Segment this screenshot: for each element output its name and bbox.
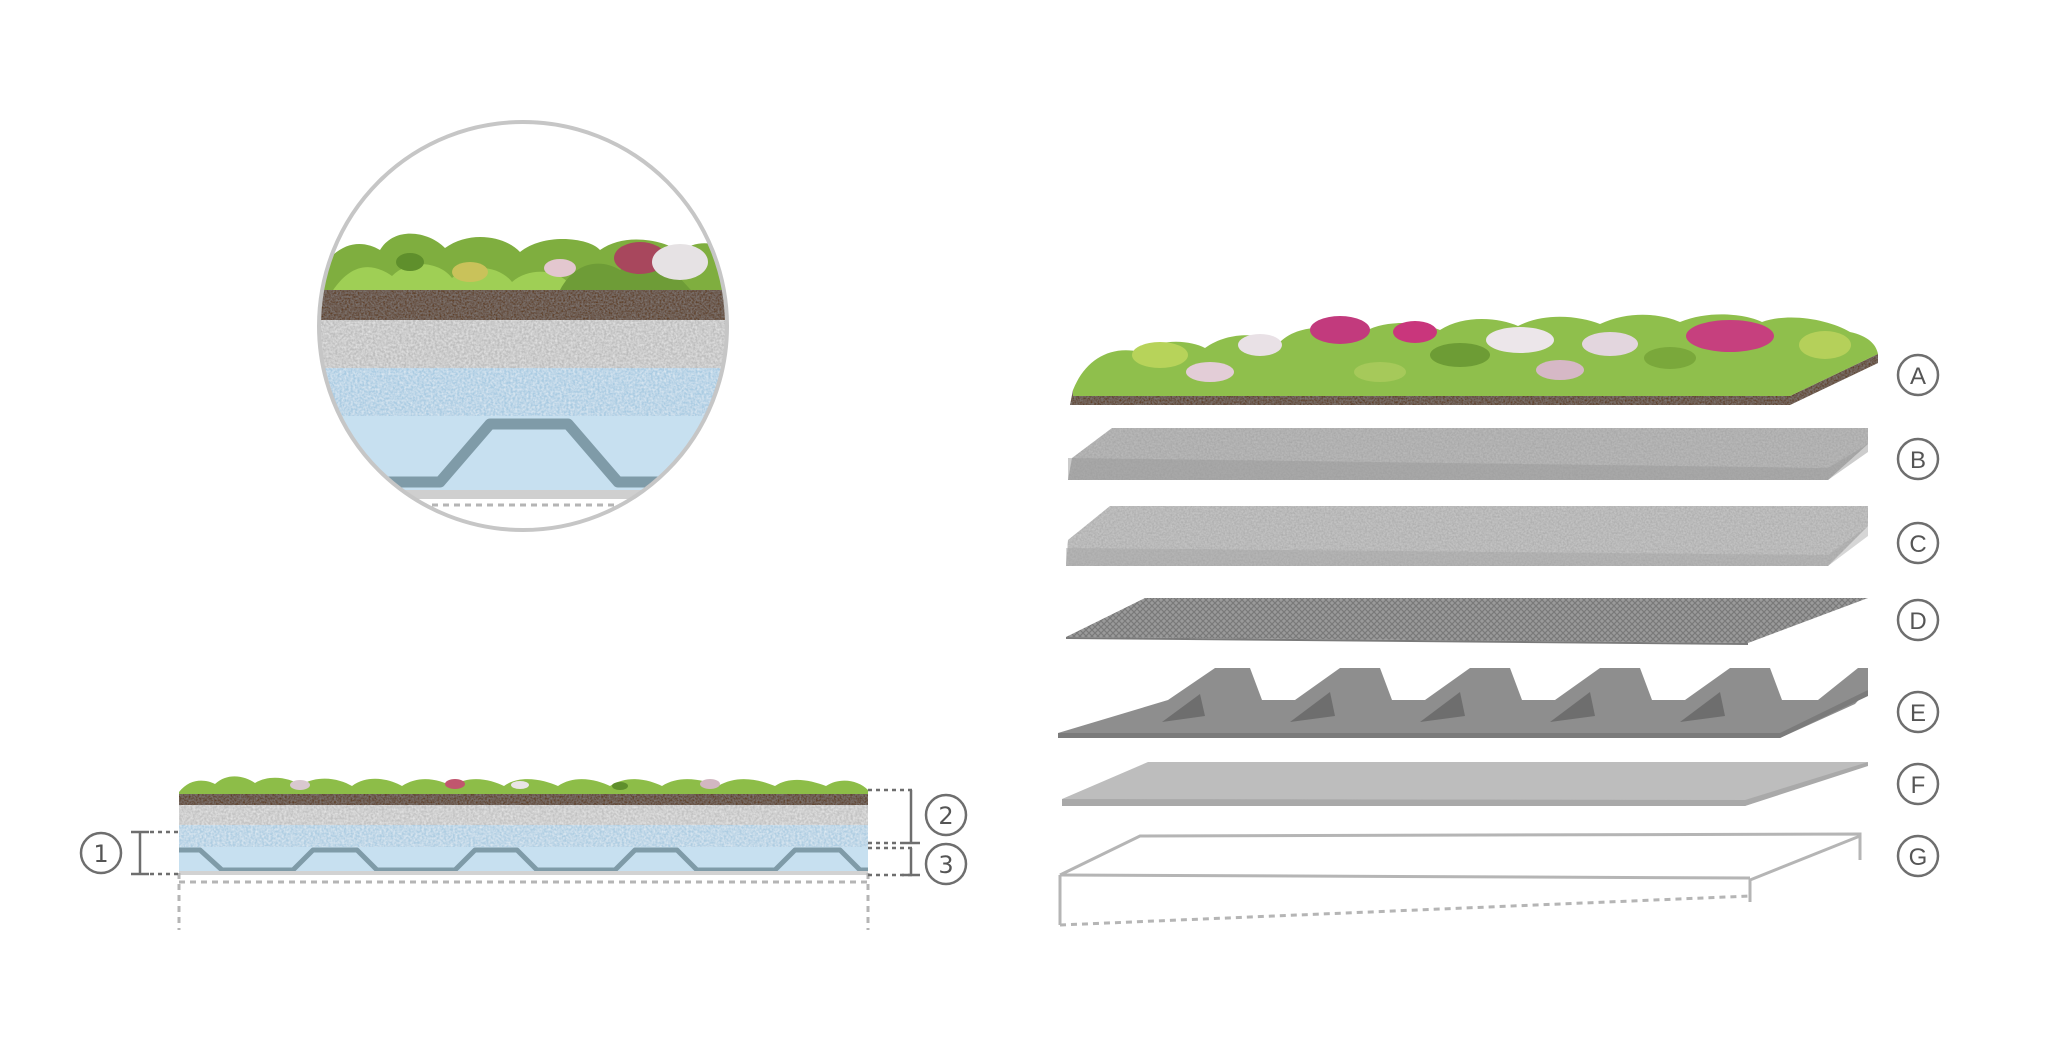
label-c: C	[1896, 521, 1940, 565]
label-g-text: G	[1909, 844, 1928, 871]
circle-drainage-layer	[319, 368, 727, 416]
section-membrane	[179, 871, 868, 875]
label-b-text: B	[1910, 447, 1926, 474]
roof-cross-section: 1 2 3	[79, 776, 968, 930]
layer-f-membrane	[1062, 762, 1868, 806]
circle-deck-profile	[319, 418, 727, 488]
section-outline-dashed	[177, 873, 870, 930]
dimension-marker-3: 3	[868, 842, 968, 886]
layer-labels: A B C D E F G	[1896, 353, 1940, 878]
label-circle-1	[79, 831, 123, 875]
detail-zoom-circle	[317, 120, 729, 532]
label-g: G	[1896, 834, 1940, 878]
label-a-text: A	[1910, 363, 1926, 390]
label-e-text: E	[1910, 700, 1926, 727]
circle-outline	[317, 120, 729, 532]
label-f-text: F	[1911, 772, 1926, 799]
label-1-text: 1	[93, 840, 108, 868]
exploded-layer-stack: A B C D E F G	[1058, 314, 1940, 927]
layer-b-substrate	[1068, 428, 1868, 480]
layer-a-flowers	[1132, 316, 1851, 382]
label-e: E	[1896, 690, 1940, 734]
layer-g-structure-outline	[1058, 832, 1862, 927]
label-a: A	[1896, 353, 1940, 397]
dimension-marker-2: 2	[868, 788, 968, 845]
label-b: B	[1896, 437, 1940, 481]
section-vegetation	[179, 776, 868, 796]
section-substrate	[179, 805, 868, 825]
section-soil	[179, 794, 868, 805]
label-circle-2	[924, 793, 968, 837]
layer-e-profiled-deck	[1058, 668, 1868, 738]
circle-soil-layer	[319, 290, 727, 320]
layer-a-vegetation-mat	[1070, 314, 1878, 405]
label-3-text: 3	[938, 851, 953, 879]
layer-c-drainage-aggregate	[1066, 506, 1868, 566]
section-drainage	[179, 825, 868, 847]
label-f: F	[1896, 762, 1940, 806]
label-circle-3	[924, 842, 968, 886]
circle-substrate-layer	[319, 320, 727, 368]
label-2-text: 2	[938, 802, 953, 830]
dimension-marker-1: 1	[79, 830, 179, 876]
label-d-text: D	[1909, 608, 1926, 635]
layer-d-filter-mesh	[1066, 598, 1868, 645]
circle-membrane	[319, 490, 727, 499]
label-d: D	[1896, 598, 1940, 642]
section-deck-profile	[179, 847, 868, 873]
label-c-text: C	[1909, 531, 1926, 558]
